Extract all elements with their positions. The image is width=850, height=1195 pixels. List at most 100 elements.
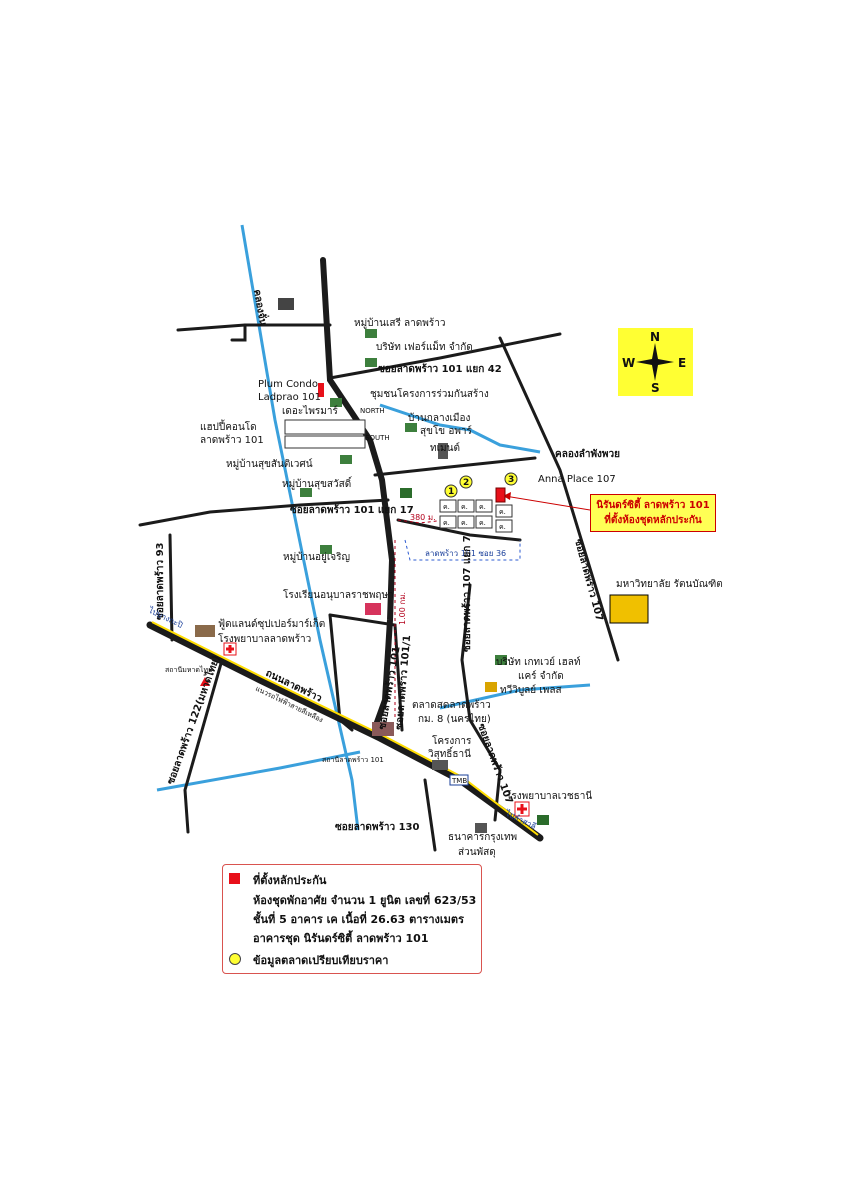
route-dashes: [394, 519, 521, 720]
khlong-vertical: [240, 224, 360, 831]
road-107-yaek-7: [460, 583, 472, 722]
bangkok-bank-icon: [475, 823, 487, 833]
hospital-cross-icon: [517, 804, 527, 814]
unit-block: [457, 499, 475, 513]
university-icon: [609, 594, 649, 624]
unit-block: [495, 504, 513, 518]
road-130: [423, 778, 437, 852]
place-project-1: โครงการ: [432, 734, 472, 747]
road-yaek-17: [138, 498, 390, 527]
building-icon: [278, 298, 294, 310]
compass-star-icon: [636, 343, 674, 381]
road-label-soi-36: ลาดพร้าว 101 ซอย 36: [425, 549, 506, 558]
unit-block: [475, 499, 493, 513]
hospital-cross-icon: [226, 645, 234, 653]
distance-1km: 1.00 กม.: [398, 592, 407, 625]
unit-label: ค.: [443, 503, 450, 511]
road-122: [183, 658, 224, 834]
unit-label: ค.: [443, 519, 450, 527]
place-hosp-ladprao: โรงพยาบาลลาดพร้าว: [218, 632, 311, 645]
canal-lower-left: [156, 750, 361, 792]
unit-label: ค.: [461, 503, 468, 511]
legend-market-data: ข้อมูลตลาดเปรียบเทียบราคา: [253, 954, 389, 967]
subject-callout-line2: ที่ตั้งห้องชุดหลักประกัน: [604, 515, 702, 526]
unit-block: [457, 515, 475, 529]
place-tmb: TMB: [451, 777, 467, 785]
unit-label: ค.: [479, 519, 486, 527]
legend-line-3: ชั้นที่ 5 อาคาร เค เนื้อที่ 26.63 ตารางเ…: [253, 913, 464, 926]
place-gateway-2: แคร์ จำกัด: [518, 670, 564, 682]
place-ban-klang-mueang: บ้านกลางเมือง: [408, 412, 470, 424]
mitsubishi-icon: [200, 677, 210, 686]
legend-line-4: อาคารชุด นิรันดร์ซิตี้ ลาดพร้าว 101: [253, 932, 429, 945]
road-label-yaek-17: ซอยลาดพร้าว 101 แยก 17: [290, 504, 414, 516]
house-icon: [405, 423, 417, 432]
legend-comparable-swatch: [229, 953, 241, 965]
place-south: SOUTH: [365, 434, 390, 442]
place-suanphlu: ส่วนพัสดุ: [458, 847, 496, 858]
place-labels: หมู่บ้านเสรี ลาดพร้าว บริษัท เฟอร์แม็ท จ…: [165, 317, 723, 858]
place-mitsubishi: สถานีมหาดไทย: [165, 665, 212, 674]
waterway-label-lamphangphuai: คลองลำพังพวย: [555, 448, 620, 460]
unit-label: ค.: [461, 519, 468, 527]
place-happy-condo-1: แฮปปี้คอนโด: [200, 419, 257, 433]
road-label-93: ซอยลาดพร้าว 93: [154, 542, 166, 620]
school-icon: [365, 603, 381, 615]
place-tment: ทเมนต์: [430, 442, 460, 454]
place-chumchon: ชุมชนโครงการร่วมกันสร้าง: [370, 387, 489, 400]
place-station-101: สถานีลาดพร้าว 101: [322, 756, 384, 764]
comparable-markers: 1 2 3: [444, 472, 518, 498]
road-label-107-yaek-7: ซอยลาดพร้าว 107 แยก 7: [461, 535, 473, 652]
comparable-number: 1: [448, 487, 454, 497]
subject-arrow: [504, 495, 591, 511]
place-ladprao-101: Ladprao 101: [258, 392, 321, 403]
compass-w: W: [622, 356, 635, 370]
place-happy-condo-2: ลาดพร้าว 101: [200, 434, 264, 446]
landmark-icons: [195, 298, 649, 833]
house-icon: [340, 455, 352, 464]
place-bangkok-bank: ธนาคารกรุงเทพ: [448, 832, 517, 843]
comparable-marker-2: [459, 475, 473, 489]
subject-arrow-head: [503, 492, 511, 500]
place-format-co: บริษัท เฟอร์แม็ท จำกัด: [376, 339, 473, 353]
compass-rose: N S W E: [618, 328, 693, 396]
road-yaek-42: [328, 332, 562, 380]
unit-label: ค.: [499, 523, 506, 531]
roads: [138, 257, 620, 852]
comparable-number: 3: [508, 475, 514, 485]
house-icon: [320, 545, 332, 554]
condo-block: [284, 435, 366, 449]
comparable-marker-3: [504, 472, 518, 486]
house-icon: [330, 398, 342, 407]
unit-blocks: [284, 419, 513, 533]
road-top-left: [176, 323, 332, 332]
house-icon: [365, 358, 377, 367]
place-school: โรงเรียนอนุบาลราชพฤษา: [283, 588, 394, 601]
road-soi-101: [320, 257, 396, 728]
unit-block: [495, 519, 513, 533]
house-icon: [300, 488, 312, 497]
legend-collateral-title: ที่ตั้งหลักประกัน: [253, 874, 327, 887]
market-icon: [372, 722, 394, 736]
project-icon: [432, 760, 448, 770]
unit-label: ค.: [499, 508, 506, 516]
house-icon: [365, 329, 377, 338]
route-380m: [397, 519, 446, 524]
place-plum-condo: Plum Condo: [258, 379, 318, 390]
gateway-icon: [495, 655, 507, 665]
unit-block: [439, 499, 457, 513]
road-top-left-stub: [230, 323, 247, 342]
bank-icon: [400, 488, 412, 498]
place-the-phraram: เดอะไพรมาร์: [282, 405, 338, 417]
place-project-2: วิสุทธิ์ธานี: [428, 746, 472, 760]
compass-s: S: [651, 381, 660, 395]
road-bottom-branch: [396, 518, 522, 542]
place-north: NORTH: [360, 407, 385, 415]
road-label-130: ซอยลาดพร้าว 130: [335, 821, 419, 833]
subject-marker: [495, 487, 506, 503]
road-label-yaek-42: ซอยลาดพร้าว 101 แยก 42: [378, 363, 502, 375]
place-gateway-1: บริษัท เกทเวย์ เฮลท์: [496, 656, 580, 668]
thawiphun-icon: [485, 682, 497, 692]
legend-line-2: ห้องชุดพักอาศัย จำนวน 1 ยูนิต เลขที่ 623…: [253, 894, 477, 907]
